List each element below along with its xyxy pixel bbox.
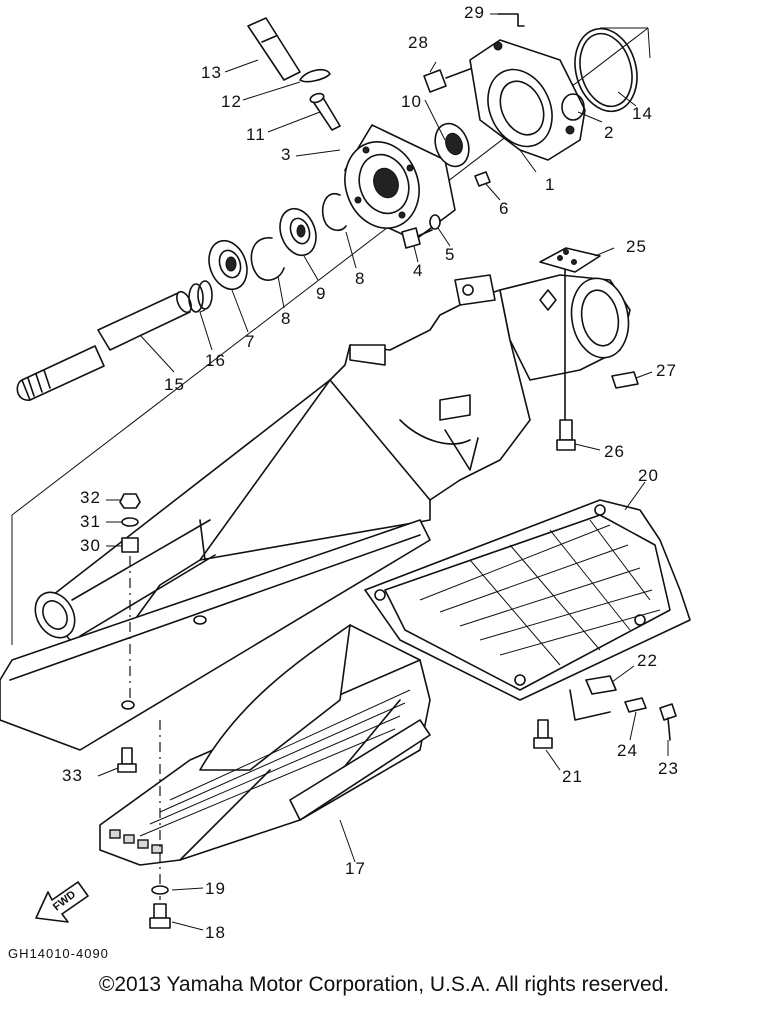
copyright-notice: ©2013 Yamaha Motor Corporation, U.S.A. A… xyxy=(98,973,670,996)
bolt-28 xyxy=(423,65,479,93)
duct-housing xyxy=(469,39,586,161)
callout-5: 5 xyxy=(445,245,456,264)
callout-17: 17 xyxy=(345,859,366,878)
callout-11: 11 xyxy=(246,125,266,144)
pump-housing xyxy=(34,289,531,641)
bolt-4 xyxy=(401,227,433,249)
callout-33: 33 xyxy=(62,766,83,785)
callout-26: 26 xyxy=(604,442,625,461)
callout-21: 21 xyxy=(562,767,583,786)
leader-lines xyxy=(97,13,669,931)
oil-seal-10 xyxy=(434,122,470,168)
callout-16: 16 xyxy=(205,351,226,370)
washer-19 xyxy=(151,885,169,895)
bearing-housing xyxy=(344,124,456,241)
circlip-8-lower xyxy=(250,237,285,281)
impeller-shaft xyxy=(16,290,192,401)
callout-27: 27 xyxy=(656,361,677,380)
callout-10: 10 xyxy=(401,92,422,111)
nut-32 xyxy=(119,493,141,509)
callout-30: 30 xyxy=(80,536,101,555)
ride-plate xyxy=(364,499,691,701)
callout-2: 2 xyxy=(604,123,615,142)
callout-6: 6 xyxy=(499,199,510,218)
callout-9: 9 xyxy=(316,284,327,303)
bolt-18 xyxy=(149,903,171,929)
callout-22: 22 xyxy=(637,651,658,670)
callout-4: 4 xyxy=(413,261,424,280)
washer-31 xyxy=(121,517,139,527)
callout-23: 23 xyxy=(658,759,679,778)
o-ring-2 xyxy=(561,93,585,121)
callout-28: 28 xyxy=(408,33,429,52)
callout-8-upper: 8 xyxy=(355,269,366,288)
callout-7: 7 xyxy=(245,332,256,351)
callout-14: 14 xyxy=(632,104,653,123)
callout-29: 29 xyxy=(464,3,485,22)
plate-24 xyxy=(624,697,647,713)
clamp-29 xyxy=(497,13,525,27)
bolt-26 xyxy=(556,419,576,451)
callout-19: 19 xyxy=(205,879,226,898)
intake-grate xyxy=(99,624,431,866)
grease-fitting xyxy=(247,17,341,131)
pin-6 xyxy=(474,171,491,187)
callout-31: 31 xyxy=(80,512,101,531)
callout-24: 24 xyxy=(617,741,638,760)
callout-20: 20 xyxy=(638,466,659,485)
hull-mount-plate xyxy=(0,519,431,751)
seal-ring-14 xyxy=(574,27,638,113)
bearing-7 xyxy=(208,239,248,291)
bolt-33 xyxy=(117,747,137,773)
callout-12: 12 xyxy=(221,92,242,111)
callout-13: 13 xyxy=(201,63,222,82)
callout-25: 25 xyxy=(626,237,647,256)
tab-25 xyxy=(539,247,601,273)
bolt-21 xyxy=(533,719,553,749)
bracket-22 xyxy=(569,675,617,721)
callout-18: 18 xyxy=(205,923,226,942)
callout-32: 32 xyxy=(80,488,101,507)
callout-1: 1 xyxy=(545,175,556,194)
callout-15: 15 xyxy=(164,375,185,394)
o-rings xyxy=(188,280,213,313)
fwd-arrow-icon xyxy=(35,881,89,923)
collar-30 xyxy=(121,537,139,553)
callout-8-lower: 8 xyxy=(281,309,292,328)
bearing-9 xyxy=(279,207,317,257)
tab-27 xyxy=(611,371,639,389)
bolt-23 xyxy=(659,703,677,741)
circlip-8-upper xyxy=(321,192,347,232)
callout-3: 3 xyxy=(281,145,292,164)
diagram-code: GH14010-4090 xyxy=(8,946,109,961)
washer-5 xyxy=(429,214,441,230)
